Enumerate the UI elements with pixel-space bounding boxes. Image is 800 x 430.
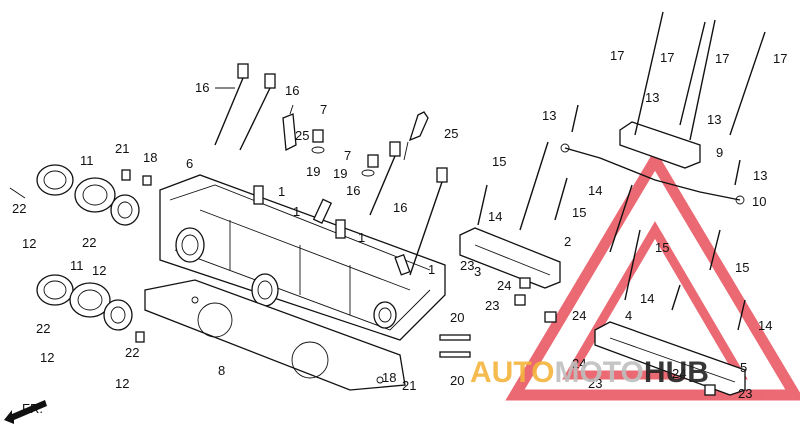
callout-12-c: 12 — [40, 350, 54, 365]
callout-16-a: 16 — [195, 80, 209, 95]
callout-24-b: 24 — [572, 308, 586, 323]
cylinder-head-assembly — [159, 174, 446, 341]
callout-17-b: 17 — [660, 50, 674, 65]
callout-10: 10 — [752, 194, 766, 209]
callout-8: 8 — [218, 363, 225, 378]
callout-24-a: 24 — [497, 278, 511, 293]
callout-21-a: 21 — [115, 141, 129, 156]
watermark-triangle-inner — [562, 221, 748, 380]
rocker-arm-holders — [459, 227, 746, 396]
front-arrow: FR. — [4, 400, 47, 424]
callout-16-c: 16 — [346, 183, 360, 198]
callout-7-b: 7 — [344, 148, 351, 163]
watermark-text-group: AUTOMOTOHUB — [470, 356, 709, 389]
callout-25-a: 25 — [295, 128, 309, 143]
callout-1-a: 1 — [278, 184, 285, 199]
callout-14-d: 14 — [758, 318, 772, 333]
callout-14-a: 14 — [588, 183, 602, 198]
bolts-13-14-15 — [477, 104, 746, 331]
callout-22-c: 22 — [36, 321, 50, 336]
callout-22-d: 22 — [125, 345, 139, 360]
callout-4: 4 — [625, 308, 632, 323]
callout-13-d: 13 — [753, 168, 767, 183]
callout-20-a: 20 — [450, 310, 464, 325]
callout-23-b: 23 — [485, 298, 499, 313]
front-arrow-label: FR. — [22, 401, 43, 416]
intake-insulators — [9, 164, 152, 343]
callout-3: 3 — [474, 264, 481, 279]
callout-12-b: 12 — [92, 263, 106, 278]
callout-19-b: 19 — [333, 166, 347, 181]
callout-13-c: 13 — [707, 112, 721, 127]
callout-9: 9 — [716, 145, 723, 160]
head-gasket — [144, 279, 406, 391]
callout-12-d: 12 — [115, 376, 129, 391]
watermark-segment-3: HUB — [644, 356, 709, 389]
watermark-text: AUTOMOTOHUB — [470, 356, 709, 389]
watermark-logo — [505, 149, 800, 401]
callout-24-d: 24 — [672, 366, 686, 381]
callout-1-d: 1 — [428, 262, 435, 277]
callout-7-a: 7 — [320, 102, 327, 117]
callout-16-d: 16 — [393, 200, 407, 215]
callout-17-d: 17 — [773, 51, 787, 66]
callout-2: 2 — [564, 234, 571, 249]
cylinder-head-body — [159, 174, 446, 341]
callout-21-b: 21 — [402, 378, 416, 393]
callout-6: 6 — [186, 156, 193, 171]
intake-port-right — [373, 301, 397, 329]
callout-18-b: 18 — [382, 370, 396, 385]
callouts: 16 16 7 25 19 25 7 19 16 16 6 1 1 1 1 21… — [12, 48, 787, 401]
callout-11-a: 11 — [80, 153, 94, 168]
callout-17-a: 17 — [610, 48, 624, 63]
callout-16-b: 16 — [285, 83, 299, 98]
watermark-segment-2: MOTO — [554, 356, 643, 389]
callout-23-a: 23 — [460, 258, 474, 273]
cam-cover-and-oil-pipe — [560, 121, 745, 205]
callout-22-b: 22 — [82, 235, 96, 250]
callout-15-d: 15 — [735, 260, 749, 275]
callout-15-b: 15 — [572, 205, 586, 220]
callout-11-b: 11 — [70, 258, 84, 273]
bolts-17 — [634, 11, 766, 141]
valve-parts — [253, 129, 411, 276]
callout-24-c: 24 — [572, 356, 586, 371]
callout-23-d: 23 — [738, 386, 752, 401]
callout-13-b: 13 — [645, 90, 659, 105]
callout-14-c: 14 — [640, 291, 654, 306]
intake-port-left — [175, 227, 205, 263]
callout-22-a: 22 — [12, 201, 26, 216]
callout-18-a: 18 — [143, 150, 157, 165]
spark-plugs — [282, 104, 429, 161]
callout-25-b: 25 — [444, 126, 458, 141]
watermark-triangle-outer — [505, 149, 800, 401]
callout-12-a: 12 — [22, 236, 36, 251]
callout-15-c: 15 — [655, 240, 669, 255]
callout-14-b: 14 — [488, 209, 502, 224]
callout-5: 5 — [740, 360, 747, 375]
callout-19-a: 19 — [306, 164, 320, 179]
watermark-segment-1: AUTO — [470, 356, 554, 389]
intake-port-center — [251, 273, 279, 307]
callout-20-b: 20 — [450, 373, 464, 388]
callout-1-c: 1 — [358, 230, 365, 245]
dowel-pins-20 — [439, 334, 471, 358]
callout-13-a: 13 — [542, 108, 556, 123]
callout-23-c: 23 — [588, 376, 602, 391]
callout-1-b: 1 — [293, 204, 300, 219]
callout-15-a: 15 — [492, 154, 506, 169]
callout-17-c: 17 — [715, 51, 729, 66]
head-bolts-16 — [214, 63, 448, 276]
